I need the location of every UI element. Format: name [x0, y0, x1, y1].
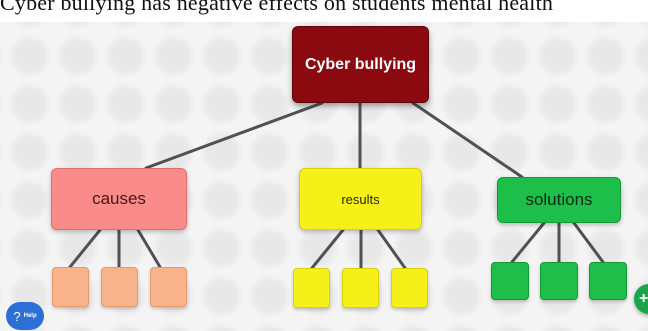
leaf-node-causes-3[interactable]	[150, 267, 187, 307]
plus-icon: +	[639, 290, 648, 307]
leaf-node-causes-1[interactable]	[52, 267, 89, 307]
root-node-label: Cyber bullying	[304, 55, 417, 73]
root-node-cyber-bullying[interactable]: Cyber bullying	[292, 26, 429, 103]
branch-node-label: solutions	[525, 190, 593, 209]
leaf-node-solutions-1[interactable]	[491, 262, 529, 300]
branch-node-solutions[interactable]: solutions	[497, 177, 621, 223]
branch-node-results[interactable]: results	[299, 168, 422, 230]
leaf-node-solutions-2[interactable]	[540, 262, 578, 300]
help-label: Help	[23, 313, 37, 319]
connector-results-leaf-3	[376, 228, 407, 270]
help-button[interactable]: ? Help	[6, 302, 44, 330]
mindmap-canvas[interactable]: Cyber bullying causes results solutions …	[0, 22, 648, 331]
connector-solutions-leaf-3	[572, 221, 605, 264]
connector-causes-leaf-1	[68, 228, 102, 269]
caption-strip: Cyber bullying has negative effects on s…	[0, 0, 648, 22]
connector-root-causes	[144, 101, 324, 170]
branch-node-label: causes	[92, 189, 146, 208]
leaf-node-results-2[interactable]	[342, 268, 379, 308]
connector-lines	[68, 101, 605, 270]
leaf-node-results-3[interactable]	[391, 268, 428, 308]
connector-root-solutions	[411, 101, 524, 179]
caption-text: Cyber bullying has negative effects on s…	[0, 0, 554, 15]
leaf-node-solutions-3[interactable]	[589, 262, 627, 300]
connector-results-leaf-1	[310, 228, 345, 270]
connector-causes-leaf-3	[136, 228, 162, 269]
connector-solutions-leaf-1	[510, 221, 546, 264]
leaf-node-results-1[interactable]	[293, 268, 330, 308]
question-icon: ?	[13, 308, 21, 324]
add-node-button[interactable]: +	[634, 284, 648, 314]
branch-node-causes[interactable]: causes	[51, 168, 187, 230]
branch-node-label: results	[341, 191, 380, 207]
leaf-node-causes-2[interactable]	[101, 267, 138, 307]
